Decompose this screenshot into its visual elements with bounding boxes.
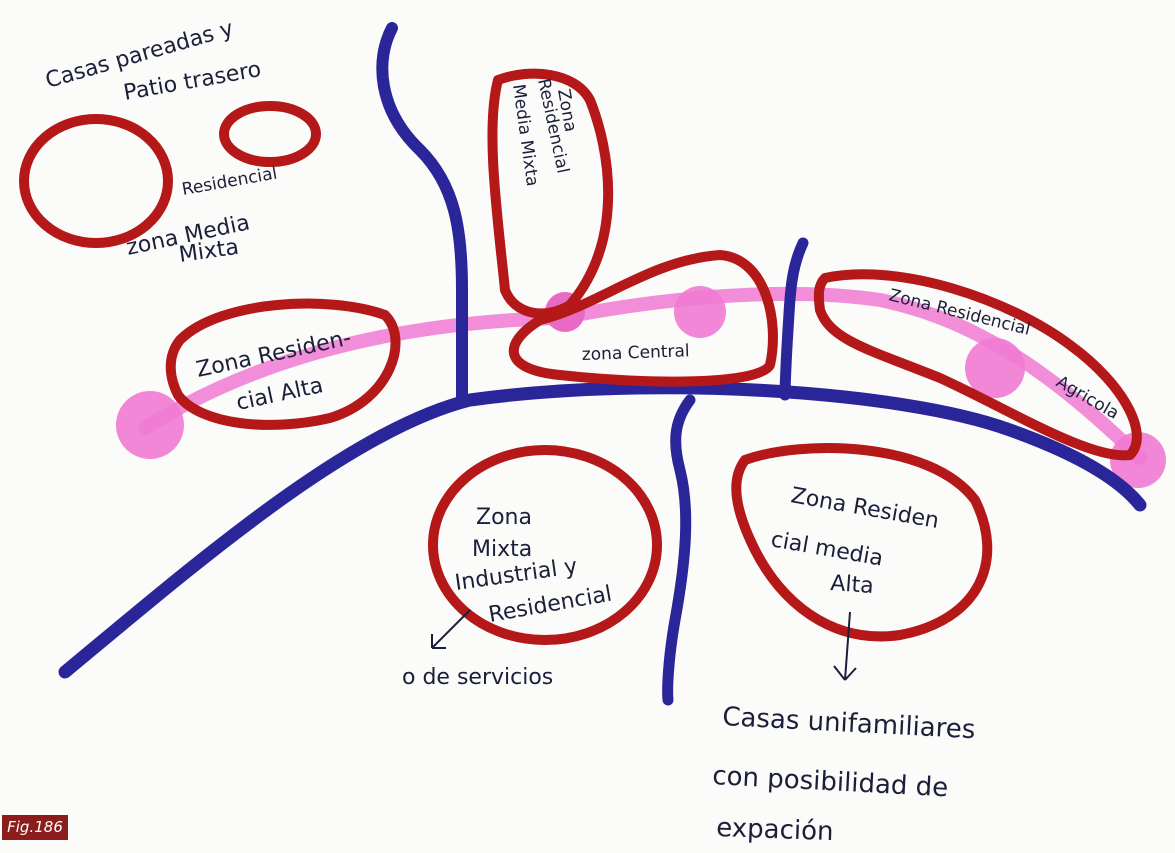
zone-media-alta-line3: Alta (830, 571, 875, 599)
corridor-node-east (1110, 432, 1166, 488)
corridor-line (116, 286, 1166, 488)
road-network (58, 22, 1147, 706)
south-road (662, 394, 696, 706)
zone-media-alta-outline (731, 443, 993, 642)
zone-industrial-line2: Mixta (472, 537, 532, 562)
zone-alta-line1: Zona Residen- (194, 326, 354, 383)
corridor-node-agricola (965, 338, 1025, 398)
note-houses-line1: Casas unifamiliares (722, 702, 976, 745)
zone-media-alta-line1: Zona Residen (789, 483, 941, 534)
corridor-node-west (116, 391, 184, 459)
note-houses-line3: expación (716, 813, 834, 847)
zone-outlines (19, 68, 1142, 645)
zone-central-outline (508, 250, 778, 387)
legend-large-circle (19, 114, 173, 248)
handwritten-labels: Casas pareadas y Patio trasero Residenci… (43, 16, 1123, 847)
corridor-node-central-east (674, 286, 726, 338)
main-arterial-road (58, 381, 1147, 679)
north-road (376, 22, 468, 406)
houses-arrow (833, 611, 857, 681)
note-houses-line2: con posibilidad de (712, 761, 949, 803)
central-road (779, 237, 809, 401)
zone-alta-outline (165, 298, 401, 430)
zone-agricola-outline (813, 269, 1142, 461)
note-services: o de servicios (402, 665, 553, 690)
services-arrow (431, 609, 471, 649)
zone-central-label: zona Central (581, 341, 689, 365)
annotation-arrows (431, 609, 857, 681)
zone-media-alta-line2: cial media (769, 527, 885, 571)
legend-small-oval (219, 101, 321, 167)
zone-industrial-line1: Zona (476, 505, 532, 530)
legend-small-line1: Residencial (180, 164, 278, 200)
zone-industrial-outline (428, 445, 662, 645)
figure-tag: Fig.186 (2, 815, 68, 840)
